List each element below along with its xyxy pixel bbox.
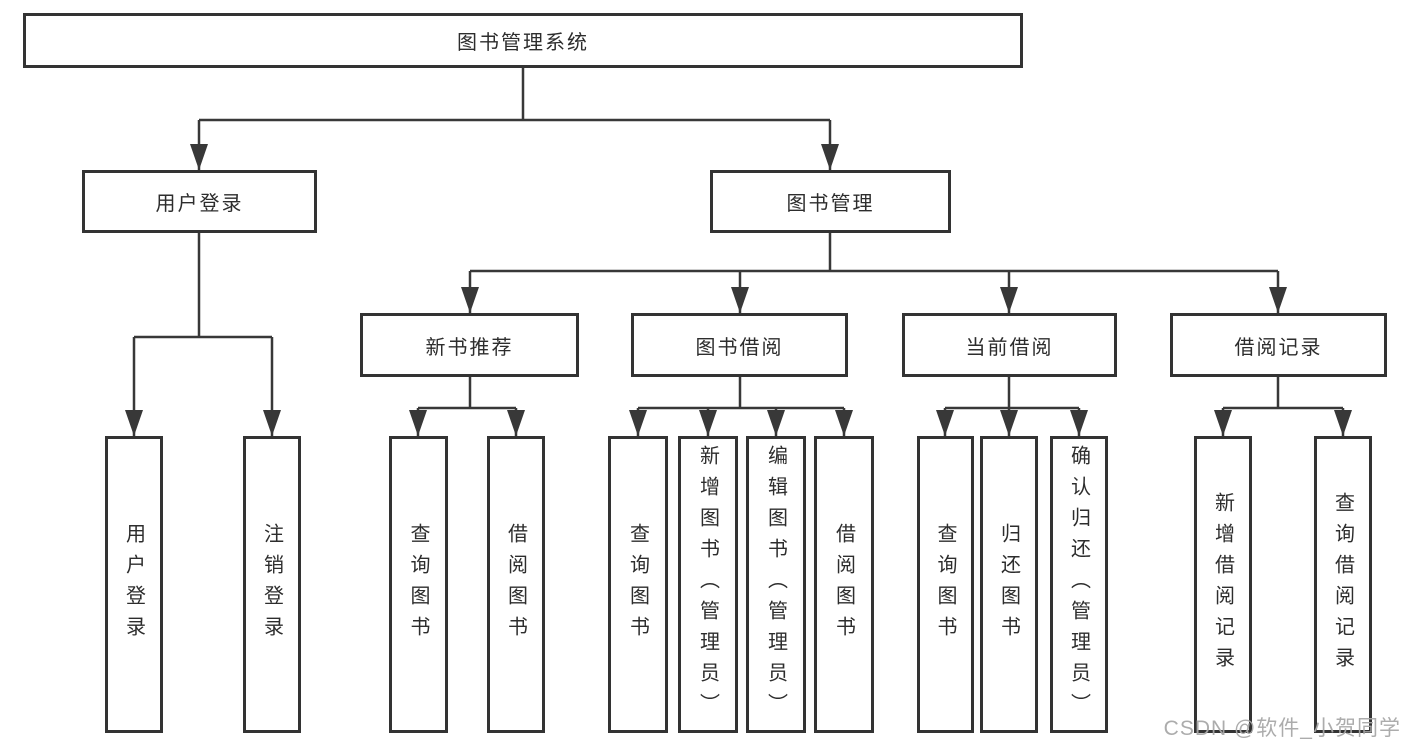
trunk-book-borrowing (638, 377, 844, 410)
node-root-label: 图书管理系统 (457, 32, 589, 54)
trunk-book-management (470, 233, 1278, 273)
leaf-return-books: 归还图书 (980, 436, 1038, 733)
leaf-add-borrow-record-label: 新增借阅记录 (1211, 491, 1234, 678)
leaf-query-books-current-label: 查询图书 (934, 522, 956, 647)
node-borrowing-records: 借阅记录 (1170, 313, 1387, 377)
node-new-book-recommend: 新书推荐 (360, 313, 579, 377)
node-current-borrowing: 当前借阅 (902, 313, 1117, 377)
trunk-current-borrowing (945, 377, 1079, 410)
node-book-management: 图书管理 (710, 170, 951, 233)
leaf-borrow-books-recommend-label: 借阅图书 (504, 522, 527, 647)
leaf-query-books-current: 查询图书 (917, 436, 974, 733)
leaf-query-books-borrowing: 查询图书 (608, 436, 668, 733)
trunk-user-login (134, 233, 272, 339)
trunk-new-book-recommend (418, 377, 516, 410)
node-user-login-label: 用户登录 (155, 193, 244, 215)
leaf-user-login: 用户登录 (105, 436, 163, 733)
csdn-watermark: CSDN @软件_小贺同学 (1163, 717, 1401, 740)
leaf-edit-book-admin-label: 编辑图书（管理员） (764, 445, 787, 724)
leaf-borrow-books-borrowing-label: 借阅图书 (832, 522, 855, 647)
leaf-borrow-books-borrowing: 借阅图书 (814, 436, 874, 733)
node-borrowing-records-label: 借阅记录 (1234, 336, 1323, 359)
node-current-borrowing-label: 当前借阅 (965, 336, 1054, 359)
trunk-borrowing-records (1223, 377, 1343, 410)
leaf-borrow-books-recommend: 借阅图书 (487, 436, 545, 733)
node-user-login: 用户登录 (82, 170, 317, 233)
leaf-add-book-admin-label: 新增图书（管理员） (696, 445, 719, 724)
leaf-confirm-return-admin-label: 确认归还（管理员） (1067, 445, 1090, 724)
node-new-book-recommend-label: 新书推荐 (425, 336, 514, 359)
leaf-logout-login: 注销登录 (243, 436, 301, 733)
leaf-logout-login-label: 注销登录 (260, 522, 283, 647)
leaf-confirm-return-admin: 确认归还（管理员） (1050, 436, 1108, 733)
trunk-root (199, 68, 830, 122)
leaf-query-books-recommend-label: 查询图书 (407, 522, 429, 647)
leaf-query-borrow-record-label: 查询借阅记录 (1331, 491, 1354, 678)
leaf-user-login-label: 用户登录 (122, 522, 145, 647)
leaf-query-books-borrowing-label: 查询图书 (626, 522, 649, 647)
leaf-add-book-admin: 新增图书（管理员） (678, 436, 738, 733)
node-book-management-label: 图书管理 (786, 193, 875, 215)
node-book-borrowing: 图书借阅 (631, 313, 848, 377)
node-book-borrowing-label: 图书借阅 (695, 336, 784, 359)
leaf-add-borrow-record: 新增借阅记录 (1194, 436, 1252, 733)
leaf-query-books-recommend: 查询图书 (389, 436, 448, 733)
node-root: 图书管理系统 (23, 13, 1023, 68)
leaf-edit-book-admin: 编辑图书（管理员） (746, 436, 806, 733)
leaf-return-books-label: 归还图书 (997, 522, 1020, 647)
leaf-query-borrow-record: 查询借阅记录 (1314, 436, 1372, 733)
